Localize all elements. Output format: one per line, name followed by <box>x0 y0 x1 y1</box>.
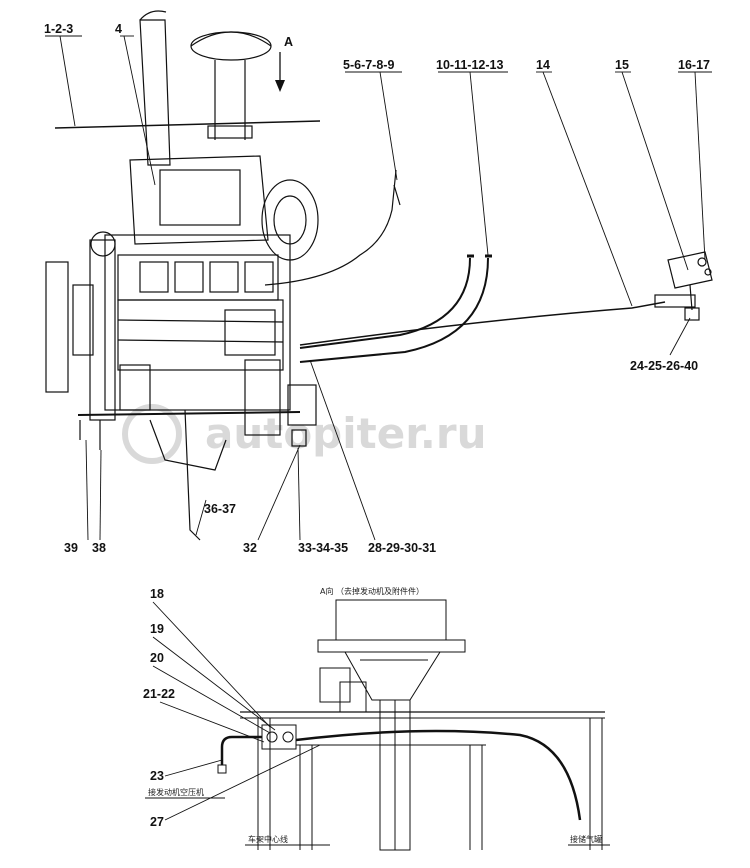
callout-19: 19 <box>150 622 164 636</box>
watermark-logo-icon <box>122 404 182 464</box>
view-a-drawing <box>217 599 605 851</box>
view-a-arrow: A <box>275 35 293 92</box>
callout-24-25-26-40: 24-25-26-40 <box>630 359 698 373</box>
note-frame-center: 车架中心线 <box>248 834 288 844</box>
bottom-callouts: A向 （去掉发动机及附件件） 18 19 20 21-22 23 接发动机空压机… <box>143 586 602 844</box>
callout-1-2-3: 1-2-3 <box>44 22 73 36</box>
callout-5-6-7-8-9: 5-6-7-8-9 <box>343 58 394 72</box>
watermark-text: autopiter.ru <box>205 409 487 458</box>
callout-10-11-12-13: 10-11-12-13 <box>436 58 503 72</box>
callout-20: 20 <box>150 651 164 665</box>
top-callouts: 1-2-3 4 5-6-7-8-9 10-11-12-13 14 15 16-1… <box>44 22 710 555</box>
view-a-label: A <box>284 35 293 49</box>
callout-21-22: 21-22 <box>143 687 175 701</box>
callout-15: 15 <box>615 58 629 72</box>
callout-39: 39 <box>64 541 78 555</box>
view-a-title: A向 （去掉发动机及附件件） <box>320 586 424 596</box>
callout-14: 14 <box>536 58 550 72</box>
callout-36-37: 36-37 <box>204 502 236 516</box>
callout-38: 38 <box>92 541 106 555</box>
callout-23: 23 <box>150 769 164 783</box>
callout-32: 32 <box>243 541 257 555</box>
note-compressor: 接发动机空压机 <box>148 787 204 797</box>
bottom-leader-lines <box>145 601 610 846</box>
engine-drawing <box>45 10 713 541</box>
callout-28-29-30-31: 28-29-30-31 <box>368 541 436 555</box>
callout-27: 27 <box>150 815 164 829</box>
top-leader-lines <box>45 35 712 541</box>
note-air-tank: 接储气罐 <box>570 834 602 844</box>
callout-33-34-35: 33-34-35 <box>298 541 348 555</box>
callout-4: 4 <box>115 22 122 36</box>
callout-16-17: 16-17 <box>678 58 710 72</box>
callout-18: 18 <box>150 587 164 601</box>
